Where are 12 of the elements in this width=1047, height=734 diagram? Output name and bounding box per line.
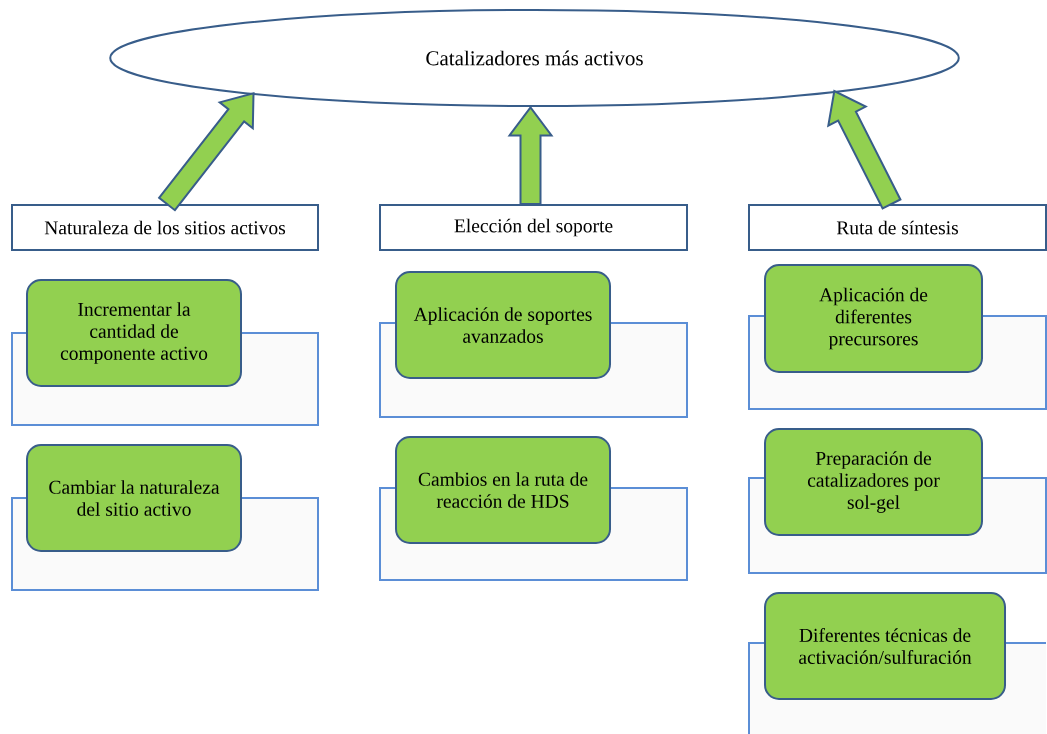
strategy-box: Cambiar la naturaleza del sitio activo [26,444,242,552]
block-arrow [507,105,554,205]
category-box: Naturaleza de los sitios activos [11,204,319,251]
category-box: Elección del soporte [379,204,688,251]
strategy-box: Diferentes técnicas de activación/sulfuración [764,592,1006,700]
strategy-box: Aplicación de diferentes precursores [764,264,983,373]
block-arrow [827,89,902,210]
strategy-box: Aplicación de soportes avanzados [395,271,611,379]
strategy-box: Preparación de catalizadores por sol-gel [764,428,983,536]
strategy-box: Cambios en la ruta de reacción de HDS [395,436,611,544]
category-box: Ruta de síntesis [748,204,1047,251]
strategy-box: Incrementar la cantidad de componente activo [26,279,242,387]
